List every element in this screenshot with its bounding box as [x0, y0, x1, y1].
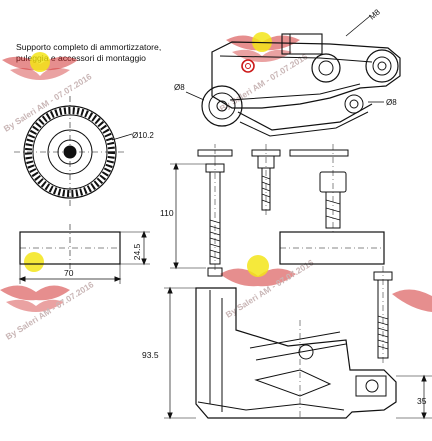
watermark-logo-bottom-right — [392, 289, 432, 312]
watermark-logo-top-left — [2, 52, 78, 80]
pulley-front-view — [14, 96, 133, 208]
watermark-text-4: By Saleri AM - 07.07.2016 — [224, 257, 316, 320]
caption: Supporto completo di ammortizzatore, pul… — [16, 42, 161, 64]
watermark-logo-mid-left — [0, 252, 70, 312]
watermark-text-1: By Saleri AM - 07.07.2016 — [2, 71, 94, 134]
bolts-group — [170, 144, 393, 364]
pulley-side-view — [18, 224, 150, 284]
spacer-block — [279, 231, 385, 265]
dim-hole-m8: M8 — [368, 7, 383, 21]
dim-pulley-width: 70 — [64, 268, 74, 278]
dim-bolt-length: 110 — [160, 208, 174, 218]
dim-pulley-diameter: Ø10.2 — [132, 131, 154, 140]
caption-line-1: Supporto completo di ammortizzatore, — [16, 42, 162, 52]
caption-line-2: puleggia e accessori di montaggio — [16, 53, 146, 63]
tensioner-top-view — [185, 15, 401, 137]
dim-base-height: 35 — [417, 396, 427, 406]
dim-pulley-height: 24.5 — [132, 243, 142, 260]
watermark-logo-center — [220, 255, 296, 287]
dim-hole-d8-right: Ø8 — [386, 98, 397, 107]
bracket-side-view — [164, 286, 432, 420]
dim-hole-d8-left: Ø8 — [174, 83, 185, 92]
dim-bracket-height: 93.5 — [142, 350, 159, 360]
